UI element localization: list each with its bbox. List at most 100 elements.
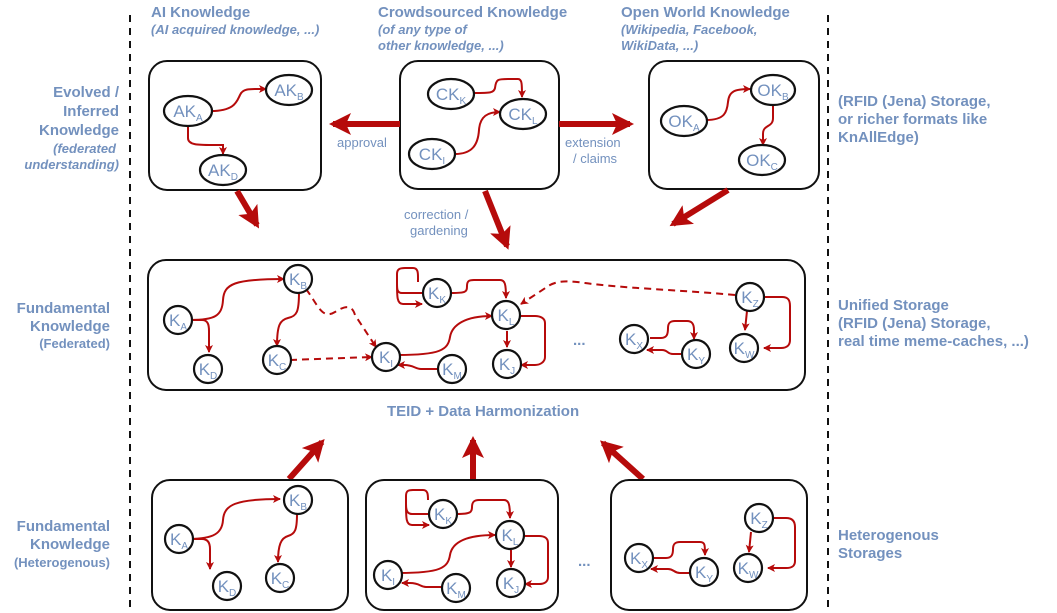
- h1-node-kc: KC: [264, 562, 296, 594]
- fed-edge-kx-ky: [650, 320, 698, 340]
- svg-text:OKC: OKC: [746, 151, 778, 173]
- fed-edge-kb-kc: [273, 291, 300, 347]
- ai-knowledge-subtitle: (AI acquired knowledge, ...): [151, 22, 319, 37]
- edge-cki-ckl: [454, 108, 501, 155]
- fed-node-km: KM: [436, 353, 468, 385]
- federated-label-line1: Fundamental: [17, 300, 110, 317]
- h2-edge-kk-kl: [456, 499, 514, 519]
- svg-text:CKI: CKI: [419, 145, 445, 167]
- svg-text:KA: KA: [169, 311, 187, 333]
- fed-node-kx: KX: [618, 323, 650, 355]
- fed-node-ky: KY: [680, 338, 712, 370]
- evolved-label-line2: Inferred: [63, 103, 119, 120]
- right-bottom-line2: Storages: [838, 545, 902, 562]
- open-world-subtitle-line2: WikiData, ...): [621, 38, 698, 53]
- fed-node-kb: KB: [282, 263, 314, 295]
- h3-edge-kz-kw: [745, 531, 754, 553]
- h2-node-kj: KJ: [495, 567, 527, 599]
- h1-edge-ka-kb: [183, 495, 281, 540]
- h2-edge-kk-self: [405, 489, 429, 525]
- h1-edge-kb-kc: [274, 513, 298, 563]
- right-top-line2: or richer formats like: [838, 111, 987, 128]
- fed-node-kw: KW: [728, 332, 760, 364]
- svg-text:KW: KW: [738, 559, 759, 581]
- harmonization-label: TEID + Data Harmonization: [387, 403, 579, 420]
- svg-text:KM: KM: [446, 579, 466, 601]
- hetero-ellipsis: ...: [578, 553, 591, 570]
- edge-aka-akb: [210, 84, 267, 112]
- crowdsourced-subtitle-line2: other knowledge, ...): [378, 38, 504, 53]
- h3-edge-ky-kx: [650, 565, 691, 574]
- federated-sub: (Federated): [39, 336, 110, 351]
- fed-node-ka: KA: [162, 304, 194, 336]
- svg-text:KL: KL: [502, 526, 519, 548]
- evolved-label-line1: Evolved /: [53, 84, 120, 101]
- h2-edge-km-ki: [401, 579, 442, 588]
- h1-node-kb: KB: [282, 484, 314, 516]
- node-akd: AKD: [198, 153, 248, 187]
- svg-text:KW: KW: [734, 339, 755, 361]
- svg-text:KY: KY: [687, 345, 705, 367]
- h3-edge-kx-ky: [654, 541, 709, 559]
- correction-label-line1: correction /: [404, 207, 469, 222]
- evolved-label-line3: Knowledge: [39, 122, 119, 139]
- svg-text:KD: KD: [218, 577, 237, 599]
- h3-node-kx: KX: [623, 542, 655, 574]
- svg-text:AKA: AKA: [173, 102, 203, 124]
- h3-edge-kz-kw-loop: [767, 517, 796, 572]
- svg-text:AKB: AKB: [274, 81, 304, 103]
- extension-label-line1: extension: [565, 135, 621, 150]
- open-world-subtitle-line1: (Wikipedia, Facebook,: [621, 22, 757, 37]
- svg-text:KZ: KZ: [750, 509, 767, 531]
- h3-node-kw: KW: [732, 552, 764, 584]
- node-ckl: CKL: [498, 97, 548, 131]
- fed-edge-ki-kl: [397, 312, 493, 356]
- edge-aka-akd: [187, 124, 227, 155]
- federated-storage-box: [147, 259, 806, 391]
- node-cki: CKI: [407, 137, 457, 171]
- svg-text:KB: KB: [289, 491, 307, 513]
- right-bottom-line1: Heterogenous: [838, 527, 939, 544]
- h2-node-kl: KL: [494, 519, 526, 551]
- svg-text:KL: KL: [498, 306, 515, 328]
- open-world-knowledge-title: Open World Knowledge: [621, 4, 790, 21]
- federated-label-line2: Knowledge: [30, 318, 110, 335]
- crowd-to-federated-arrow: [482, 189, 511, 250]
- right-top-line1: (RFID (Jena) Storage,: [838, 93, 991, 110]
- fed-node-kz: KZ: [734, 281, 766, 313]
- fed-edge-kb-ki-dashed: [305, 288, 377, 348]
- fed-node-ki: KI: [370, 341, 402, 373]
- svg-text:AKD: AKD: [208, 161, 238, 183]
- svg-text:KD: KD: [199, 360, 218, 382]
- node-akb: AKB: [264, 73, 314, 107]
- evolved-sub-line1: (federated: [53, 141, 117, 156]
- ai-knowledge-title: AI Knowledge: [151, 4, 250, 21]
- fed-edge-ky-kx: [646, 346, 682, 355]
- open-to-federated-arrow: [669, 187, 730, 227]
- svg-text:KK: KK: [434, 505, 452, 527]
- hetero-label-line2: Knowledge: [30, 536, 110, 553]
- h1-edge-ka-kd: [184, 538, 214, 570]
- ai-to-federated-arrow: [234, 189, 260, 229]
- svg-text:CKL: CKL: [508, 105, 538, 127]
- fed-edge-kz-kw: [741, 310, 750, 331]
- h3-node-ky: KY: [688, 556, 720, 588]
- right-middle-line3: real time meme-caches, ...): [838, 333, 1029, 350]
- h2-edge-kl-kj-loop: [524, 535, 549, 588]
- edge-okb-okc: [759, 104, 774, 146]
- svg-text:KB: KB: [289, 270, 307, 292]
- h2-node-kk: KK: [427, 498, 459, 530]
- hetero-label-line1: Fundamental: [17, 518, 110, 535]
- fed-edge-kz-kw-loop: [763, 296, 791, 352]
- federated-ellipsis: ...: [573, 332, 586, 349]
- right-top-line3: KnAllEdge): [838, 129, 919, 146]
- approval-label: approval: [337, 135, 387, 150]
- fed-node-kc: KC: [261, 344, 293, 376]
- svg-text:KX: KX: [625, 330, 643, 352]
- node-ckk: CKK: [426, 77, 476, 111]
- svg-text:KA: KA: [170, 530, 188, 552]
- node-oka: OKA: [659, 104, 709, 138]
- fed-node-kd: KD: [192, 353, 224, 385]
- svg-text:KI: KI: [379, 348, 393, 370]
- fed-edge-km-ki: [397, 361, 438, 370]
